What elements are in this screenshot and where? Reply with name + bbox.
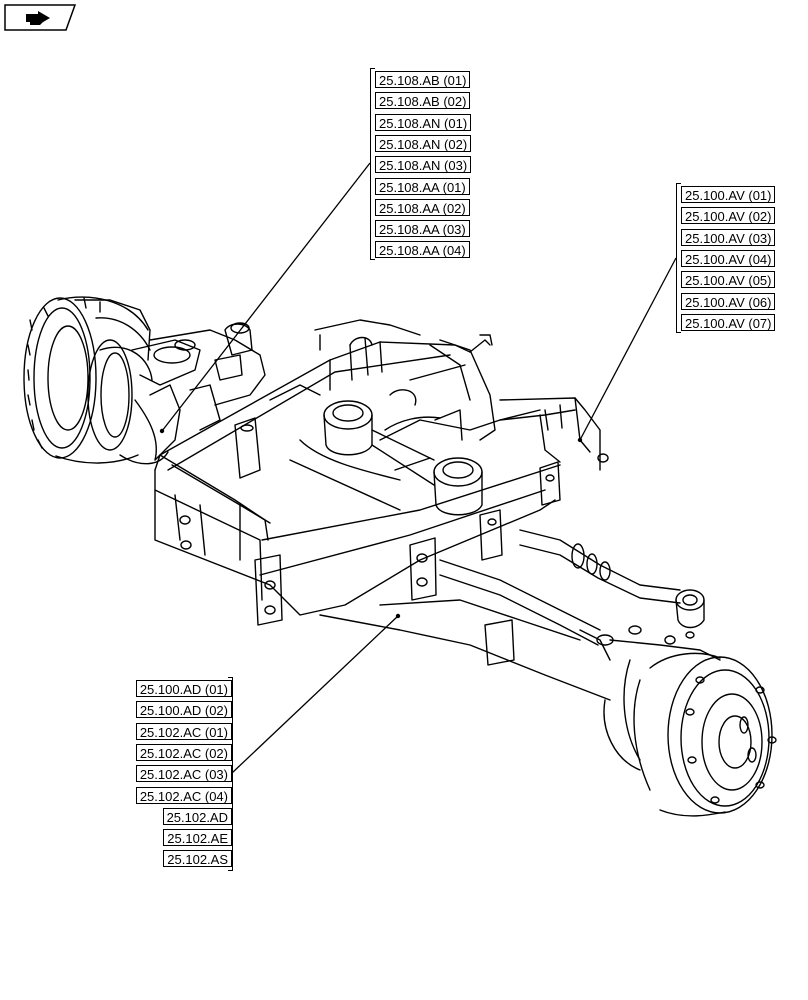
left-wheel-hub: [23, 296, 201, 465]
leader-lines: [161, 162, 677, 774]
leader-line-upper-right: [579, 257, 677, 441]
ref-label[interactable]: 25.108.AB (01): [375, 71, 471, 88]
ref-label[interactable]: 25.100.AD (02): [135, 701, 232, 719]
ref-label[interactable]: 25.108.AA (04): [375, 241, 470, 259]
ref-label[interactable]: 25.102.AC (02): [135, 743, 232, 761]
ref-label[interactable]: 25.108.AB (02): [375, 92, 471, 110]
ref-label[interactable]: 25.108.AN (01): [375, 113, 472, 131]
ref-label[interactable]: 25.102.AC (01): [135, 722, 232, 740]
ref-label[interactable]: 25.108.AN (03): [375, 156, 472, 174]
ref-label[interactable]: 25.102.AE: [163, 829, 232, 847]
ref-label[interactable]: 25.100.AV (01): [681, 186, 776, 203]
ref-label[interactable]: 25.102.AD: [162, 807, 232, 825]
ref-label[interactable]: 25.108.AA (01): [375, 177, 470, 195]
steering-linkage: [319, 529, 705, 701]
ref-label[interactable]: 25.100.AD (01): [135, 680, 232, 697]
ref-label[interactable]: 25.108.AA (03): [375, 220, 470, 238]
ref-label[interactable]: 25.102.AS: [163, 850, 232, 868]
left-axle-housing: [149, 322, 266, 431]
ref-label[interactable]: 25.108.AA (02): [375, 198, 470, 216]
leader-line-lower-left: [231, 615, 399, 774]
ref-label[interactable]: 25.102.AC (03): [135, 765, 232, 783]
nav-button[interactable]: [4, 4, 76, 31]
ref-label[interactable]: 25.100.AV (07): [681, 313, 776, 331]
ref-label[interactable]: 25.108.AN (02): [375, 134, 472, 152]
axle-frame: [154, 319, 609, 626]
ref-label[interactable]: 25.102.AC (04): [135, 786, 232, 804]
ref-label[interactable]: 25.100.AV (02): [681, 207, 776, 225]
ref-label[interactable]: 25.100.AV (03): [681, 228, 776, 246]
ref-label[interactable]: 25.100.AV (05): [681, 271, 776, 289]
ref-label[interactable]: 25.100.AV (04): [681, 249, 776, 267]
right-wheel-hub: [603, 639, 777, 817]
ref-label[interactable]: 25.100.AV (06): [681, 292, 776, 310]
next-page-icon: [26, 11, 50, 25]
leader-line-upper-left: [161, 162, 371, 432]
